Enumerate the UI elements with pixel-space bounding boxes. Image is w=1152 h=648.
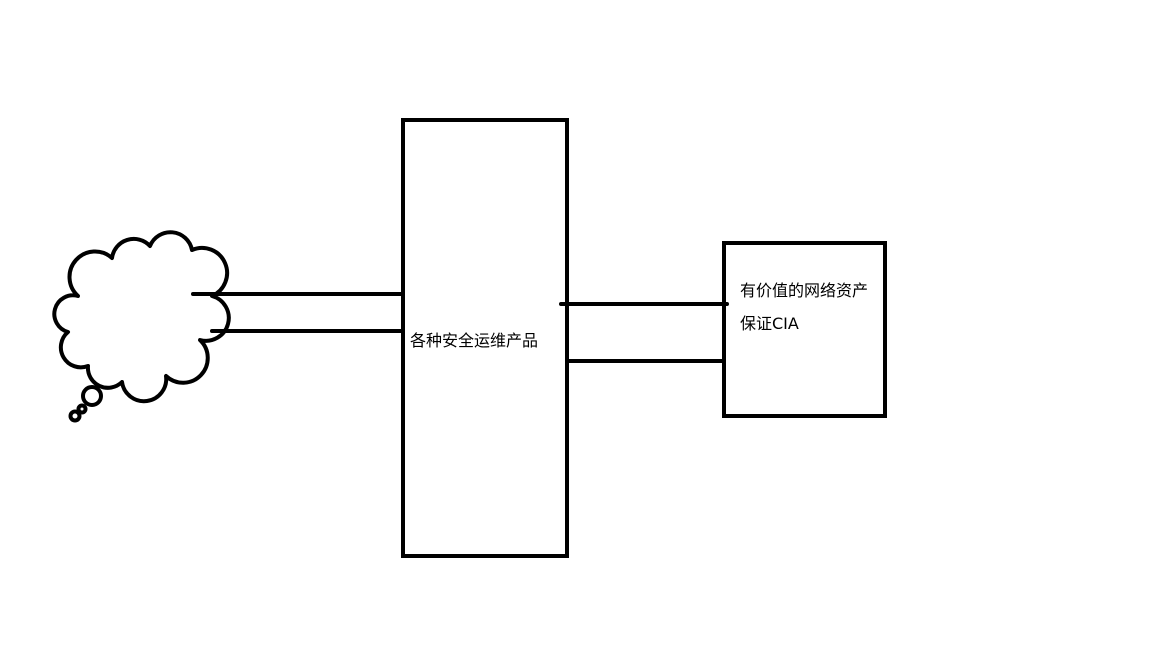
thought-cloud-shape [52,230,231,404]
thought-bubble-dot-small [68,409,82,423]
security-products-box [401,118,569,558]
security-products-label: 各种安全运维产品 [410,331,539,350]
thought-bubble-dot-medium [76,403,88,415]
thought-bubble-dot-large [81,385,103,407]
network-assets-box [722,241,887,418]
network-assets-label: 有价值的网络资产 [740,281,869,300]
cia-label: 保证CIA [740,314,799,333]
